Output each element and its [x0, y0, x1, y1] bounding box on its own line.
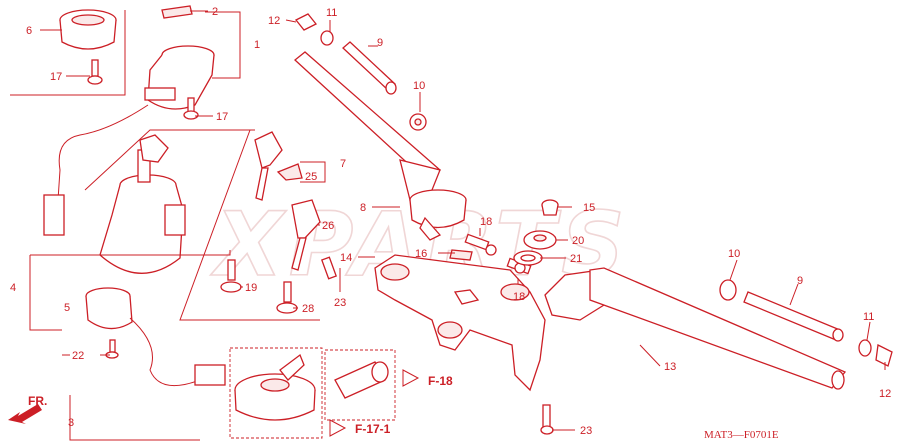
fuel-cap-part: [234, 353, 316, 421]
callout-5: 5: [64, 302, 70, 314]
wire-harness-b: [129, 317, 201, 387]
callout-10a: 10: [413, 80, 425, 92]
part-4-lock-cylinder: [99, 134, 186, 274]
connector-a: [43, 194, 65, 236]
cross-reference-group: F-18 F-17-1: [229, 347, 453, 439]
part-23-bolt-b: [540, 404, 554, 435]
callout-17a: 17: [50, 71, 62, 83]
part-6-cover-ring: [59, 9, 117, 50]
left-handlebar-group: [294, 13, 467, 241]
part-1-ignition-switch: [144, 45, 215, 110]
top-bridge-group: [320, 199, 559, 435]
callout-23b: 23: [580, 425, 592, 437]
callout-2: 2: [212, 6, 218, 18]
part-7-key-blank: [254, 131, 283, 201]
callout-1: 1: [254, 39, 260, 51]
callout-11a: 11: [326, 7, 337, 19]
part-21-washer: [513, 250, 543, 266]
wire-harness-a: [57, 104, 149, 201]
callout-23a: 23: [334, 297, 346, 309]
part-15-cap: [541, 199, 559, 216]
callout-25: 25: [305, 171, 317, 183]
part-11-end-cap-a: [320, 30, 334, 46]
part-28-bolt: [276, 281, 298, 314]
connector-b: [194, 364, 226, 386]
part-11-end-cap-b: [858, 339, 872, 357]
part-26-key: [291, 199, 321, 271]
callout-15: 15: [583, 202, 595, 214]
part-20-nut: [523, 230, 557, 250]
callout-12a: 12: [268, 15, 280, 27]
part-9-grip-weight-b: [743, 291, 844, 342]
callout-13: 13: [664, 361, 676, 373]
callout-22: 22: [72, 350, 84, 362]
callout-10b: 10: [728, 248, 740, 260]
part-16-plate: [449, 249, 473, 261]
right-handlebar-group: [544, 267, 893, 390]
callout-19: 19: [245, 282, 257, 294]
callout-9a: 9: [377, 37, 383, 49]
callout-11b: 11: [863, 311, 874, 323]
part-13-handlebar: [544, 267, 847, 390]
part-2-seal-strip: [161, 5, 193, 19]
ref-f17-1[interactable]: F-17-1: [355, 422, 391, 436]
callout-3: 3: [68, 417, 74, 429]
callout-9b: 9: [797, 275, 803, 287]
callout-7: 7: [340, 158, 346, 170]
ignition-switch-group: [10, 5, 320, 441]
part-25-key-tag: [276, 163, 303, 181]
part-5-ignition-unit: [85, 287, 133, 330]
callout-6: 6: [26, 25, 32, 37]
callout-8: 8: [360, 202, 366, 214]
callout-28: 28: [302, 303, 314, 315]
callout-18a: 18: [480, 216, 492, 228]
arrow-f17-icon: [329, 419, 347, 437]
callout-16: 16: [415, 248, 427, 260]
ref-f18[interactable]: F-18: [428, 374, 453, 388]
callout-12b: 12: [879, 388, 891, 400]
callouts: 2 1 6 17 17 12 11 9 10 7 25 26 8 18 16 1…: [10, 6, 891, 437]
callout-26: 26: [322, 220, 334, 232]
keys-group: [220, 131, 326, 314]
callout-17b: 17: [216, 111, 228, 123]
callout-4: 4: [10, 282, 16, 294]
part-17-screw-b: [183, 97, 199, 120]
part-9-grip-weight: [342, 41, 397, 95]
part-17-screw-a: [87, 59, 103, 85]
part-10-nut-b: [719, 279, 737, 301]
callout-14: 14: [340, 252, 352, 264]
callout-21: 21: [570, 253, 582, 265]
part-19-bolt: [220, 259, 242, 293]
lock-cylinder-part: [334, 361, 389, 399]
part-8-handlebar: [399, 159, 467, 241]
callout-18b: 18: [513, 291, 525, 303]
callout-20: 20: [572, 235, 584, 247]
part-18-bolt-a: [464, 233, 497, 256]
diagram-code: MAT3—F0701E: [704, 429, 779, 441]
leader-lines: [40, 10, 886, 431]
part-12-clip-a: [294, 13, 318, 31]
arrow-f18-icon: [402, 369, 420, 387]
part-23-bolt-a: [320, 256, 338, 280]
part-12-clip-b: [875, 344, 893, 367]
front-direction-arrow: FR.: [8, 394, 47, 424]
front-label: FR.: [28, 394, 47, 408]
part-10-nut-a: [409, 113, 427, 131]
part-22-screw: [105, 339, 119, 359]
